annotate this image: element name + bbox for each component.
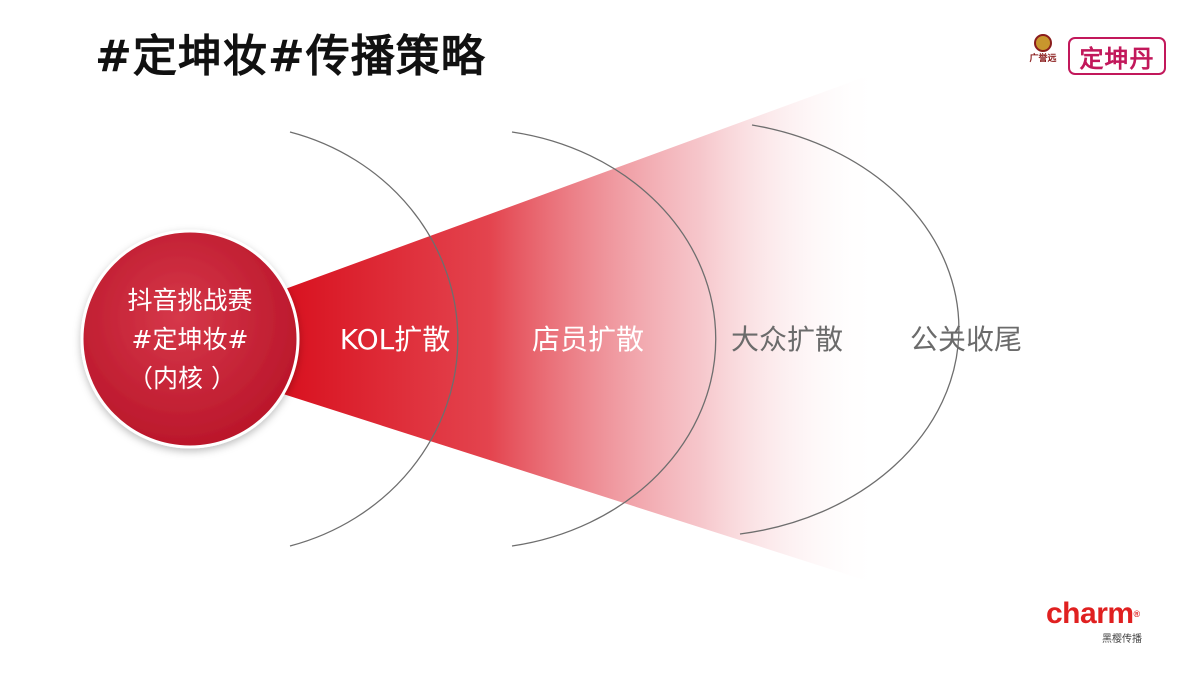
stage-label-public: 大众扩散: [731, 323, 843, 356]
brand-logo: 定坤丹: [1068, 37, 1166, 75]
core-label-line-1: 抖音挑战赛: [127, 286, 252, 315]
propagation-arc-2: [511, 131, 717, 547]
stage-label-pr: 公关收尾: [910, 323, 1022, 356]
seal-icon: [1034, 34, 1052, 52]
core-label-line-2: #定坤妆#: [132, 325, 249, 354]
stage-label-kol: KOL扩散: [340, 323, 450, 356]
propagation-cone: [255, 75, 880, 585]
page-title: #定坤妆#传播策略: [95, 31, 486, 82]
registered-mark: ®: [1133, 609, 1141, 619]
charm-logo-word: charm: [1046, 597, 1134, 630]
stage-label-staff: 店员扩散: [532, 323, 644, 356]
propagation-arc-3: [739, 124, 960, 535]
core-label-line-3: （内核 ）: [128, 364, 236, 393]
brand-emblem-name: 广誉远: [1029, 54, 1057, 64]
brand-emblem-logo: 广誉远: [1028, 34, 1058, 78]
charm-logo-subtitle: 黑樱传播: [1102, 634, 1142, 645]
core-circle: [80, 229, 300, 449]
propagation-arc-1: [289, 131, 459, 547]
charm-logo: charm® 黑樱传播: [1046, 597, 1166, 646]
